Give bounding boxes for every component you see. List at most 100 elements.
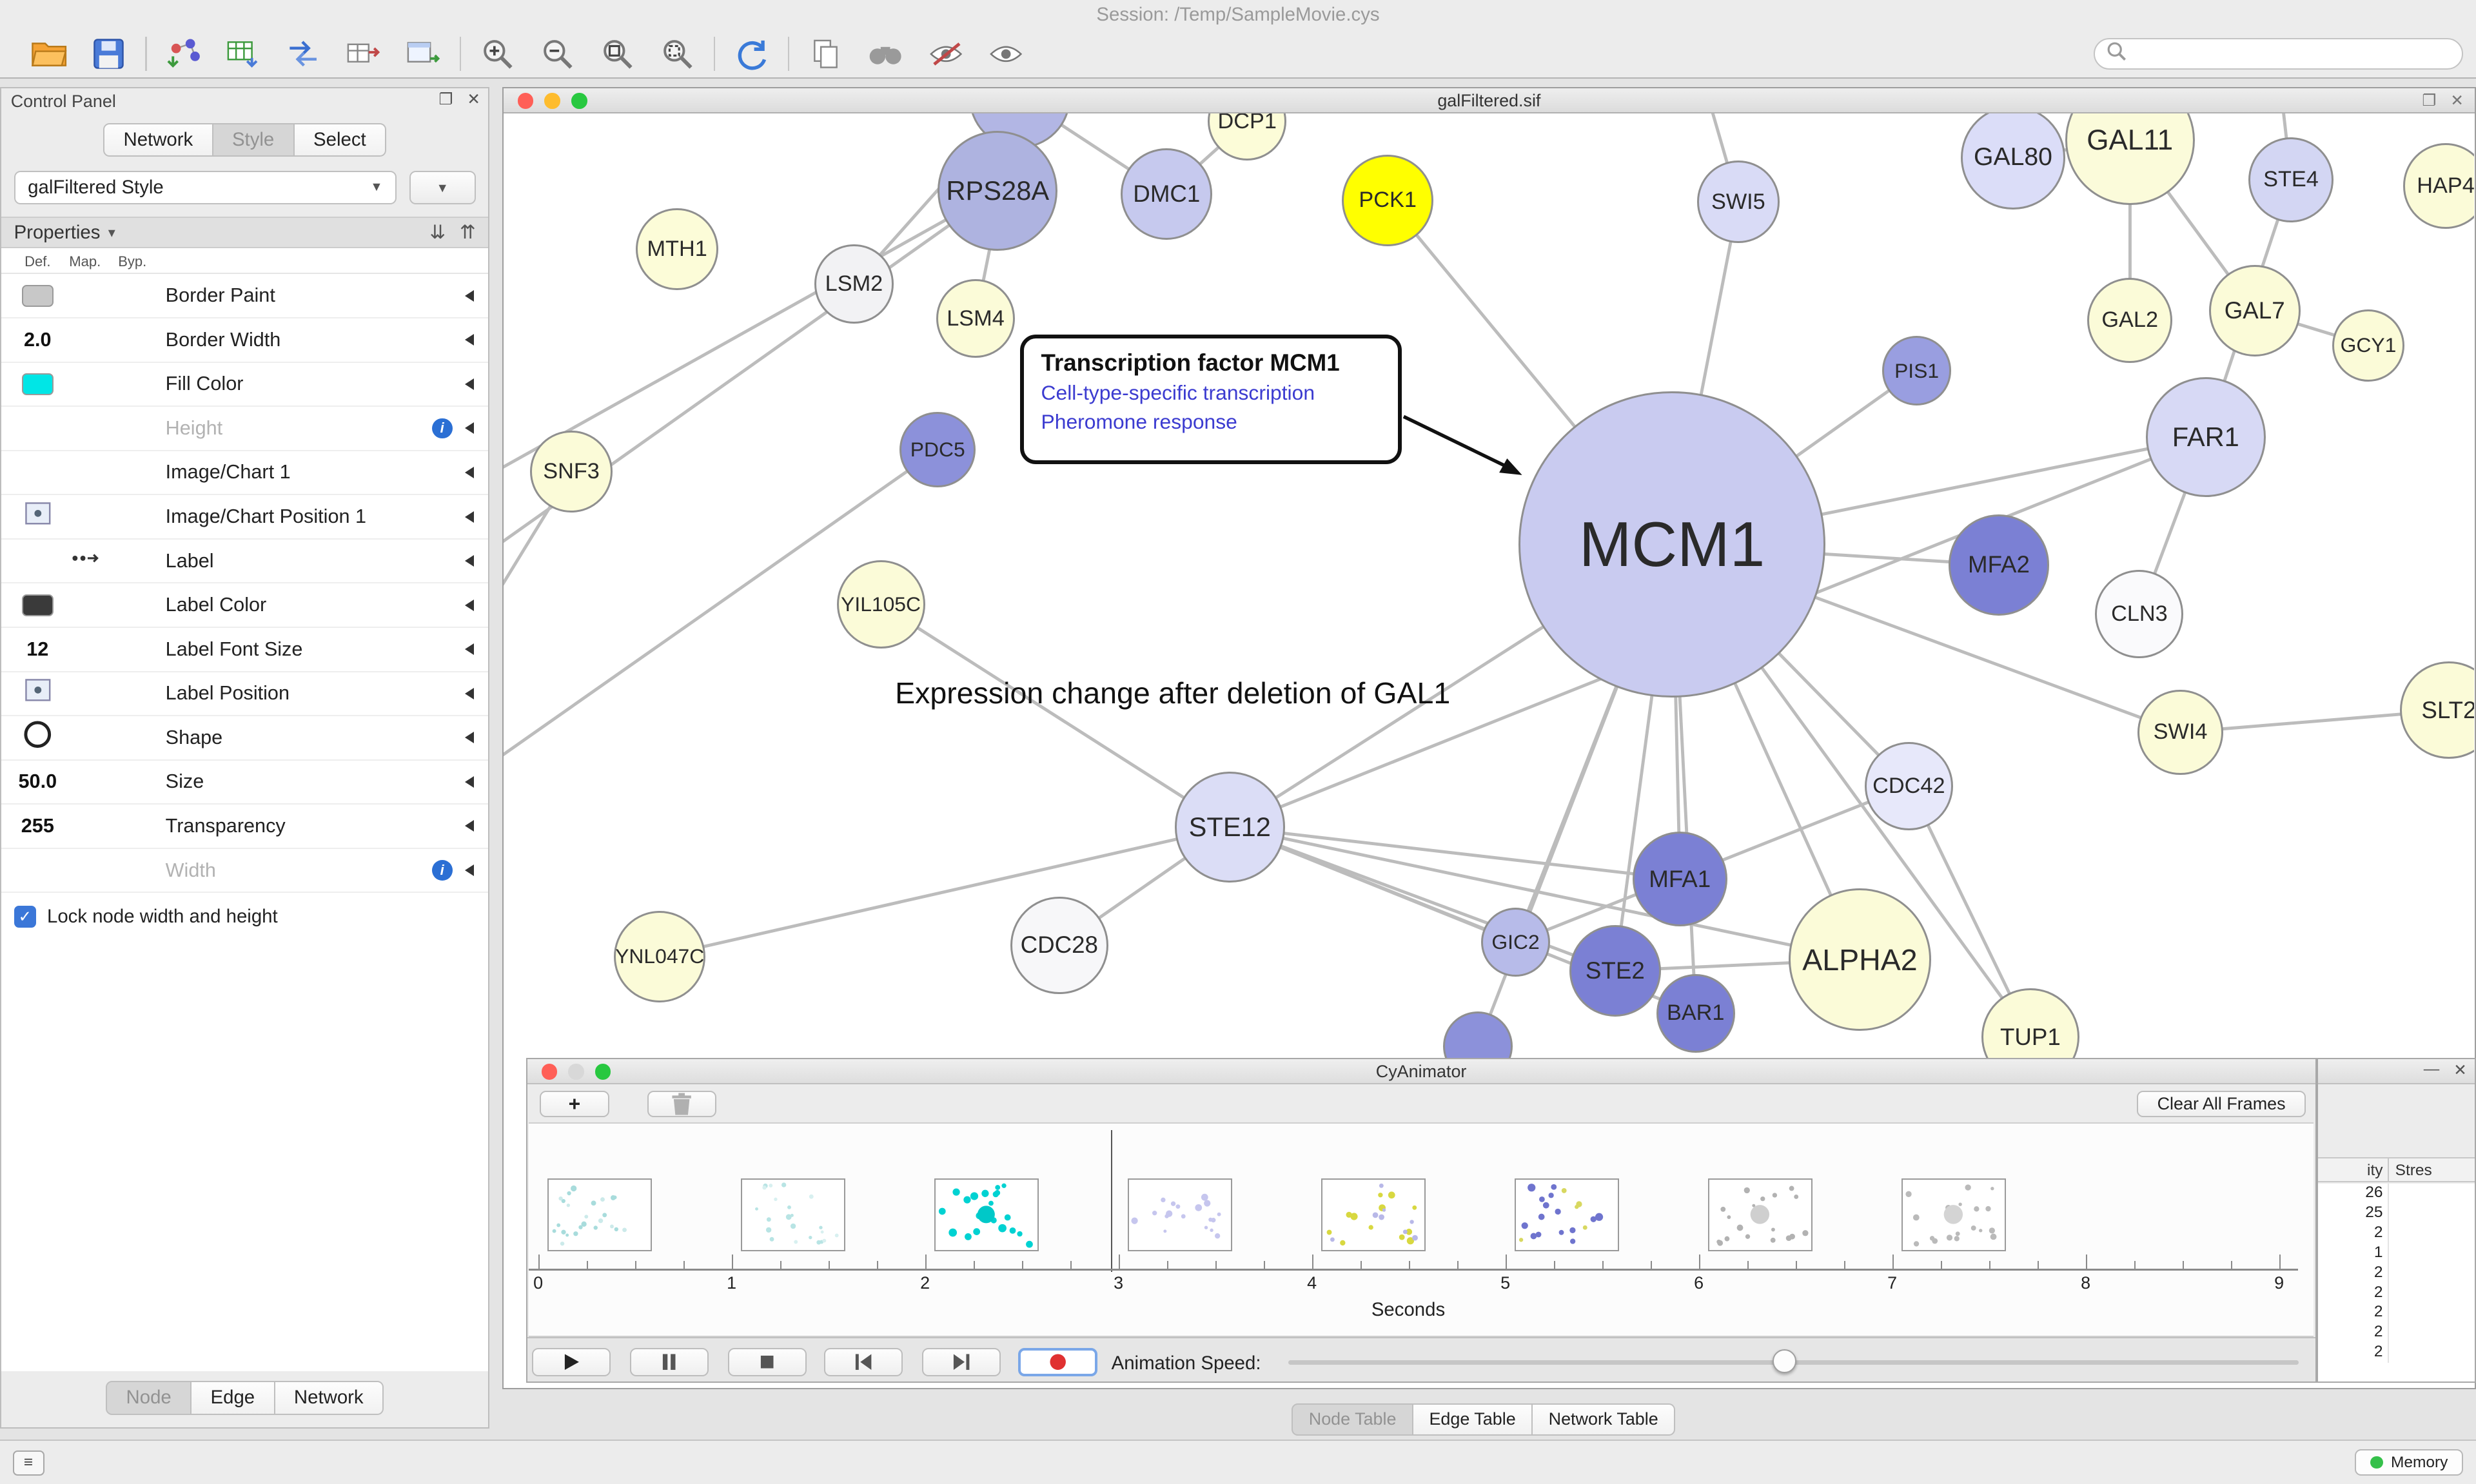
network-node-GIC2[interactable]: GIC2 <box>1481 908 1551 977</box>
property-row[interactable]: Label Color <box>1 583 488 628</box>
tab-select[interactable]: Select <box>295 123 386 157</box>
network-window-titlebar[interactable]: galFiltered.sif ❐ ✕ <box>504 88 2475 113</box>
network-node-PCK1[interactable]: PCK1 <box>1342 155 1433 246</box>
default-value-cell[interactable] <box>14 594 61 616</box>
next-frame-button[interactable] <box>922 1348 1001 1376</box>
network-node-MFA1[interactable]: MFA1 <box>1633 832 1727 926</box>
network-node-PIS1[interactable]: PIS1 <box>1882 336 1952 405</box>
expand-arrow-icon[interactable] <box>465 378 474 390</box>
zoom-selected-icon[interactable] <box>657 35 698 73</box>
table-row[interactable]: 1 <box>2318 1244 2475 1264</box>
zoom-window-icon[interactable] <box>595 1064 611 1079</box>
default-value-cell[interactable]: 50.0 <box>14 770 61 793</box>
property-row[interactable]: Shape <box>1 716 488 761</box>
table-row[interactable]: 26 <box>2318 1184 2475 1204</box>
properties-header[interactable]: Properties <box>14 222 101 244</box>
property-row[interactable]: 50.0Size <box>1 761 488 805</box>
expand-arrow-icon[interactable] <box>465 688 474 699</box>
float-panel-icon[interactable]: ❐ <box>438 90 453 109</box>
table-column-header[interactable]: ity <box>2318 1158 2389 1181</box>
network-edge[interactable] <box>881 604 1230 826</box>
frame-thumbnail[interactable] <box>1708 1178 1813 1251</box>
annotation-link[interactable]: Pheromone response <box>1041 410 1381 434</box>
property-row[interactable]: Fill Color <box>1 363 488 407</box>
expand-arrow-icon[interactable] <box>465 290 474 302</box>
expand-arrow-icon[interactable] <box>465 422 474 434</box>
stop-button[interactable] <box>728 1348 807 1376</box>
search-box[interactable] <box>2094 38 2463 70</box>
expand-arrow-icon[interactable] <box>465 643 474 655</box>
prev-frame-button[interactable] <box>824 1348 903 1376</box>
expand-arrow-icon[interactable] <box>465 732 474 743</box>
network-node-SNF3[interactable]: SNF3 <box>530 431 612 513</box>
frame-thumbnail[interactable] <box>1515 1178 1619 1251</box>
property-row[interactable]: Image/Chart Position 1 <box>1 495 488 540</box>
expand-all-icon[interactable]: ⇈ <box>460 221 476 244</box>
network-node-GAL7[interactable]: GAL7 <box>2209 265 2301 356</box>
expand-arrow-icon[interactable] <box>465 600 474 611</box>
delete-frame-button[interactable] <box>647 1091 717 1118</box>
tab-edge[interactable]: Edge <box>192 1381 275 1415</box>
table-row[interactable]: 2 <box>2318 1323 2475 1343</box>
network-node-CDC28[interactable]: CDC28 <box>1010 897 1108 995</box>
table-panel-titlebar[interactable]: — ✕ <box>2318 1059 2475 1084</box>
default-value-cell[interactable] <box>14 285 61 307</box>
network-node-MCM1[interactable]: MCM1 <box>1518 391 1825 698</box>
frame-thumbnail[interactable] <box>934 1178 1039 1251</box>
network-node-FAR1[interactable]: FAR1 <box>2146 377 2266 497</box>
frame-thumbnail[interactable] <box>1128 1178 1232 1251</box>
tab-network-table[interactable]: Network Table <box>1533 1403 1675 1436</box>
network-node-SWI4[interactable]: SWI4 <box>2137 690 2223 775</box>
network-node-CDC42[interactable]: CDC42 <box>1865 742 1953 830</box>
property-row[interactable]: Heighti <box>1 407 488 451</box>
collapse-all-icon[interactable]: ⇊ <box>429 221 446 244</box>
zoom-window-icon[interactable] <box>571 93 587 108</box>
network-node-YNL047C[interactable]: YNL047C <box>614 911 705 1002</box>
zoom-out-icon[interactable] <box>537 35 578 73</box>
network-node-STE2[interactable]: STE2 <box>1569 925 1661 1017</box>
cyanimator-titlebar[interactable]: CyAnimator <box>527 1059 2315 1084</box>
lock-checkbox[interactable]: ✓ <box>14 906 36 928</box>
network-node-STE12[interactable]: STE12 <box>1175 772 1285 882</box>
network-node-PDC5[interactable]: PDC5 <box>899 412 976 488</box>
network-node-MTH1[interactable]: MTH1 <box>636 208 718 290</box>
network-node-ALPHA2[interactable]: ALPHA2 <box>1789 888 1931 1030</box>
float-window-icon[interactable]: ❐ <box>2422 88 2436 113</box>
frame-thumbnail[interactable] <box>1321 1178 1426 1251</box>
frame-thumbnail[interactable] <box>547 1178 652 1251</box>
tab-network[interactable]: Network <box>103 123 213 157</box>
network-node-BAR1[interactable]: BAR1 <box>1656 974 1735 1053</box>
window-titlebar[interactable]: Session: /Temp/SampleMovie.cys <box>0 0 2476 30</box>
zoom-fit-icon[interactable] <box>597 35 638 73</box>
expand-arrow-icon[interactable] <box>465 820 474 832</box>
style-selector[interactable]: galFiltered Style ▼ <box>14 171 397 204</box>
property-row[interactable]: 255Transparency <box>1 805 488 849</box>
network-node-LSM2[interactable]: LSM2 <box>814 244 893 323</box>
network-node-STE4[interactable]: STE4 <box>2248 137 2334 222</box>
table-row[interactable]: 2 <box>2318 1343 2475 1363</box>
table-row[interactable]: 2 <box>2318 1284 2475 1303</box>
network-node-YIL105C[interactable]: YIL105C <box>837 560 925 649</box>
save-icon[interactable] <box>88 35 130 73</box>
network-node-GAL2[interactable]: GAL2 <box>2087 278 2172 363</box>
table-row[interactable]: 2 <box>2318 1264 2475 1284</box>
default-value-cell[interactable]: 255 <box>14 815 61 837</box>
network-node-RPS28A[interactable]: RPS28A <box>938 131 1057 251</box>
network-node-DMC1[interactable]: DMC1 <box>1121 148 1212 240</box>
expand-arrow-icon[interactable] <box>465 511 474 523</box>
pause-button[interactable] <box>630 1348 709 1376</box>
clear-all-frames-button[interactable]: Clear All Frames <box>2137 1091 2306 1118</box>
default-value-cell[interactable]: 2.0 <box>14 329 61 351</box>
annotation-link[interactable]: Cell-type-specific transcription <box>1041 381 1381 405</box>
close-view-icon[interactable]: ✕ <box>2450 88 2464 113</box>
play-button[interactable] <box>532 1348 611 1376</box>
minimize-panel-icon[interactable]: — <box>2424 1060 2439 1080</box>
close-panel-icon[interactable]: ✕ <box>467 90 480 109</box>
tab-node-table[interactable]: Node Table <box>1292 1403 1413 1436</box>
playhead[interactable] <box>1111 1130 1112 1272</box>
table-column-header[interactable]: Stres <box>2389 1158 2475 1181</box>
speed-slider-thumb[interactable] <box>1773 1349 1796 1373</box>
animation-timeline[interactable]: Seconds 0123456789 <box>529 1122 2314 1337</box>
expand-arrow-icon[interactable] <box>465 864 474 876</box>
property-row[interactable]: Label Position <box>1 672 488 717</box>
